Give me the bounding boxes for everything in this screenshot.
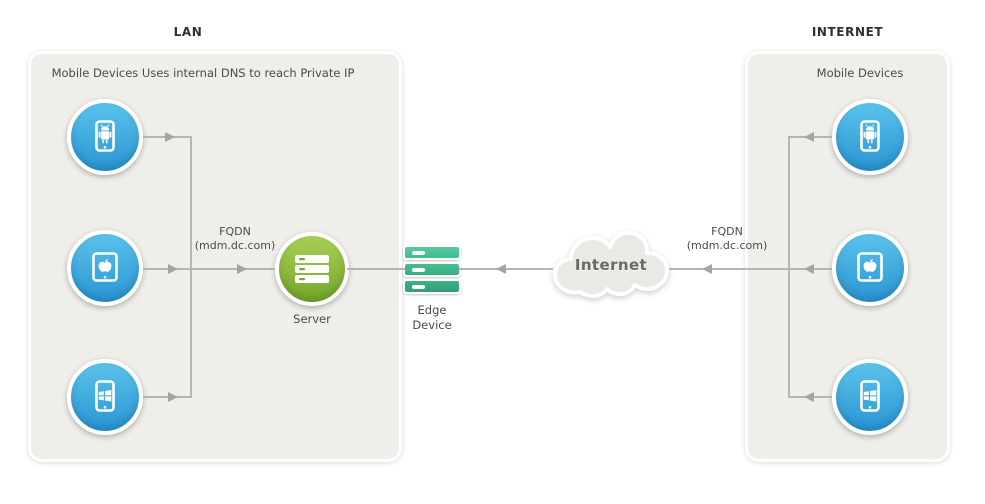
internet-cloud xyxy=(550,228,672,308)
edge-device-bar-icon xyxy=(403,245,461,260)
edge-device-bar-icon xyxy=(403,262,461,277)
arrowhead-right-icon xyxy=(237,264,247,274)
lan-zone-title: LAN xyxy=(173,25,203,39)
apple-tablet-icon xyxy=(857,252,883,282)
cloud-icon xyxy=(553,230,669,299)
internet-fqdn-label: FQDN (mdm.dc.com) xyxy=(682,225,772,252)
internet-fqdn-line1: FQDN xyxy=(711,225,743,238)
connector-lan-vertical xyxy=(190,136,192,398)
connector-cloud-internetzone xyxy=(669,268,789,270)
connector-server-edge xyxy=(347,268,405,270)
windows-phone-icon xyxy=(95,380,115,412)
connector-lan-middle xyxy=(143,268,275,270)
edge-bar-dash xyxy=(412,267,425,272)
connector-edge-cloud xyxy=(459,268,553,270)
arrowhead-right-icon xyxy=(165,132,175,142)
server-node xyxy=(275,232,349,306)
edge-bar-dash xyxy=(412,284,425,289)
lan-fqdn-line2: (mdm.dc.com) xyxy=(194,238,276,252)
connector-lan-bottom xyxy=(143,396,191,398)
arrowhead-left-icon xyxy=(804,392,814,402)
arrowhead-left-icon xyxy=(496,264,506,274)
lan-windows-device xyxy=(67,359,143,435)
windows-phone-icon xyxy=(860,380,880,412)
edge-bar-dash xyxy=(412,250,425,255)
lan-zone-note: Mobile Devices Uses internal DNS to reac… xyxy=(51,66,355,80)
internet-windows-device xyxy=(832,359,908,435)
arrowhead-right-icon xyxy=(168,392,178,402)
apple-tablet-icon xyxy=(92,252,118,282)
android-phone-icon xyxy=(860,120,880,152)
internet-zone-note: Mobile Devices xyxy=(816,66,904,80)
internet-zone-title: INTERNET xyxy=(811,25,884,39)
arrowhead-left-icon xyxy=(702,264,712,274)
lan-fqdn-line1: FQDN xyxy=(219,225,251,238)
lan-android-device xyxy=(67,99,143,175)
server-rack-icon xyxy=(295,255,329,283)
arrowhead-left-icon xyxy=(804,132,814,142)
internet-cloud-label: Internet xyxy=(574,256,648,274)
edge-device-label: Edge Device xyxy=(412,303,452,332)
connector-internet-vertical xyxy=(788,136,790,398)
edge-device-node xyxy=(403,245,461,296)
internet-android-device xyxy=(832,99,908,175)
android-phone-icon xyxy=(95,120,115,152)
internet-apple-device xyxy=(832,230,908,306)
edge-device-bar-icon xyxy=(403,279,461,294)
server-label: Server xyxy=(293,312,331,326)
lan-apple-device xyxy=(67,230,143,306)
lan-fqdn-label: FQDN (mdm.dc.com) xyxy=(190,225,280,252)
internet-fqdn-line2: (mdm.dc.com) xyxy=(686,238,768,252)
arrowhead-left-icon xyxy=(804,264,814,274)
arrowhead-right-icon xyxy=(168,264,178,274)
